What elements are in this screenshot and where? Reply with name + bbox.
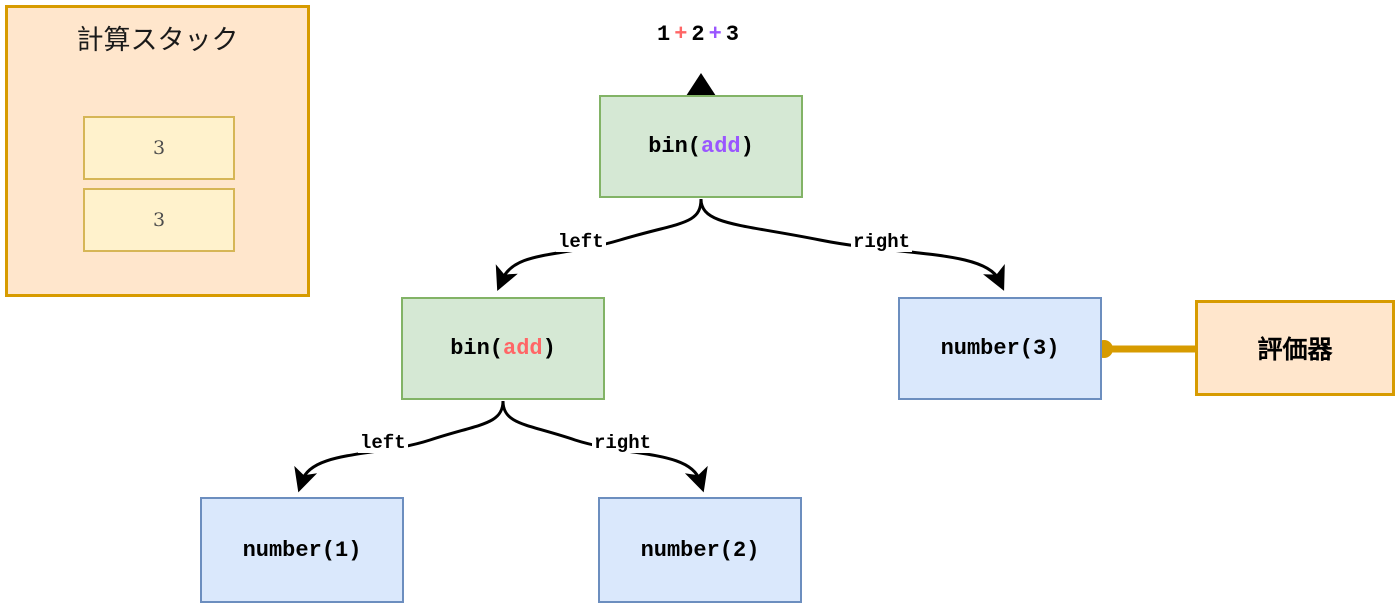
expr-token-plus-2: +: [708, 22, 726, 47]
node-label: number(3): [940, 336, 1060, 361]
calculation-stack-panel: 計算スタック 3 3: [5, 5, 310, 297]
expr-token-plus-1: +: [674, 22, 692, 47]
ast-node-number-1[interactable]: number(1): [200, 497, 404, 603]
node-label-suffix: ): [542, 336, 556, 361]
edge-label-root-right: right: [851, 231, 913, 253]
node-label-op: add: [503, 336, 543, 361]
edge-label-root-left: left: [556, 231, 606, 253]
stack-cell: 3: [83, 188, 235, 252]
ast-node-number-2[interactable]: number(2): [598, 497, 802, 603]
edge-label-bin2-right: right: [592, 432, 654, 454]
ast-node-number-3[interactable]: number(3): [898, 297, 1102, 400]
expr-token-3: 3: [725, 22, 743, 47]
stack-cell: 3: [83, 116, 235, 180]
stack-panel-title: 計算スタック: [76, 25, 239, 56]
edge-root-incoming: [686, 73, 716, 96]
node-label-op: add: [701, 134, 741, 159]
source-expression: 1+2+3: [600, 22, 800, 47]
node-label-suffix: ): [740, 134, 754, 159]
edge-label-bin2-left: left: [358, 432, 408, 454]
node-label: number(2): [640, 537, 760, 563]
ast-node-root-bin-add[interactable]: bin(add): [599, 95, 803, 198]
expr-token-2: 2: [691, 22, 709, 47]
evaluator-box[interactable]: 評価器: [1195, 300, 1395, 396]
evaluator-label: 評価器: [1257, 335, 1333, 364]
node-label-prefix: bin(: [648, 134, 701, 159]
expr-token-1: 1: [656, 22, 675, 47]
node-label-prefix: bin(: [450, 336, 503, 361]
edge-root-right: [699, 198, 1005, 291]
ast-node-bin-add-inner[interactable]: bin(add): [401, 297, 605, 400]
node-label: number(1): [242, 537, 362, 563]
